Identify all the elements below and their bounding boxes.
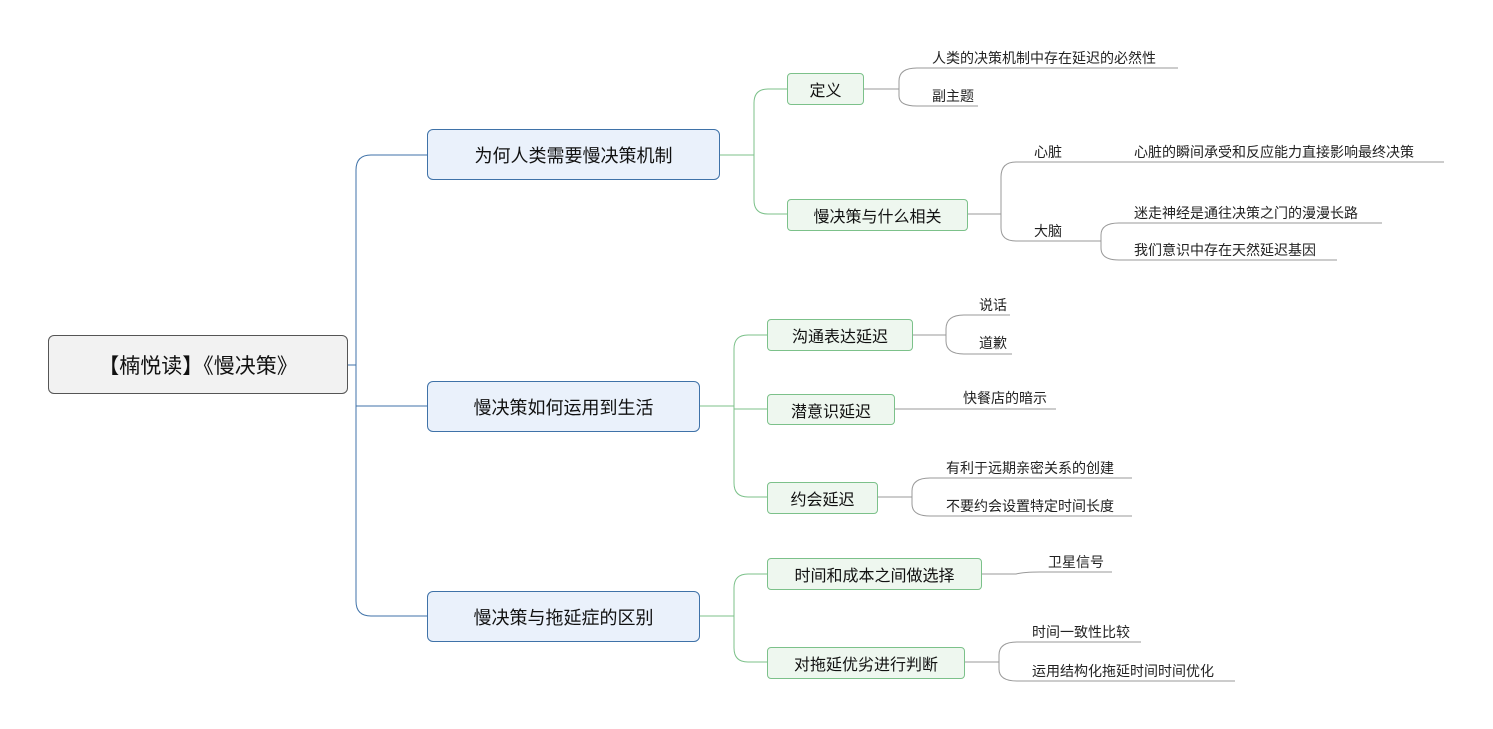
leaf-structured-procrastination[interactable]: 运用结构化拖延时间时间优化	[1032, 664, 1214, 680]
connector-brain-leaves	[1069, 222, 1382, 261]
connector-definition-leaves	[864, 67, 1178, 107]
connector-root-branch-2	[355, 365, 427, 407]
leaf-delay-gene[interactable]: 我们意识中存在天然延迟基因	[1134, 243, 1316, 259]
connector-b1-definition	[720, 88, 787, 156]
subtopic-time-cost-choice[interactable]: 时间和成本之间做选择	[767, 558, 982, 590]
group-brain[interactable]: 大脑	[1034, 224, 1062, 240]
leaf-subtopic-placeholder[interactable]: 副主题	[932, 89, 974, 105]
subtopic-dating-delay[interactable]: 约会延迟	[767, 482, 878, 514]
branch-why-need-slow-decision[interactable]: 为何人类需要慢决策机制	[427, 129, 720, 180]
connector-b3-judge	[733, 616, 767, 663]
leaf-fastfood-hint[interactable]: 快餐店的暗示	[963, 391, 1047, 407]
subtopic-judge-procrastination[interactable]: 对拖延优劣进行判断	[767, 647, 965, 679]
leaf-satellite-signal[interactable]: 卫星信号	[1048, 555, 1104, 571]
branch-vs-procrastination[interactable]: 慢决策与拖延症的区别	[427, 591, 700, 642]
subtopic-definition[interactable]: 定义	[787, 73, 864, 105]
branch-apply-to-life[interactable]: 慢决策如何运用到生活	[427, 381, 700, 432]
connector-root-branch-3	[355, 365, 427, 617]
connector-b2-subconscious	[733, 406, 767, 410]
connector-dating-leaves	[878, 477, 1132, 517]
connector-b2-communication	[700, 334, 767, 407]
leaf-vagus-nerve[interactable]: 迷走神经是通往决策之门的漫漫长路	[1134, 206, 1358, 222]
leaf-delay-inevitability[interactable]: 人类的决策机制中存在延迟的必然性	[932, 51, 1156, 67]
leaf-long-term-intimacy[interactable]: 有利于远期亲密关系的创建	[946, 461, 1114, 477]
root-topic[interactable]: 【楠悦读】《慢决策》	[48, 335, 348, 394]
subtopic-related-to[interactable]: 慢决策与什么相关	[787, 199, 968, 231]
group-heart[interactable]: 心脏	[1034, 145, 1062, 161]
connector-b1-related	[753, 155, 787, 215]
subtopic-communication-delay[interactable]: 沟通表达延迟	[767, 319, 913, 351]
subtopic-subconscious-delay[interactable]: 潜意识延迟	[767, 394, 895, 425]
connector-related-groups	[968, 161, 1069, 242]
connector-b3-choice	[700, 573, 767, 617]
leaf-time-consistency[interactable]: 时间一致性比较	[1032, 625, 1130, 641]
connector-judge-leaves	[965, 641, 1235, 682]
connector-communication-leaves	[913, 314, 1012, 355]
leaf-heart-response[interactable]: 心脏的瞬间承受和反应能力直接影响最终决策	[1134, 145, 1414, 161]
leaf-apology[interactable]: 道歉	[979, 336, 1007, 352]
connector-b2-dating	[733, 406, 767, 498]
leaf-speaking[interactable]: 说话	[979, 298, 1007, 314]
connector-root-branch-1	[348, 154, 427, 366]
leaf-no-fixed-duration[interactable]: 不要约会设置特定时间长度	[946, 499, 1114, 515]
connector-choice-leaf	[982, 571, 1112, 575]
